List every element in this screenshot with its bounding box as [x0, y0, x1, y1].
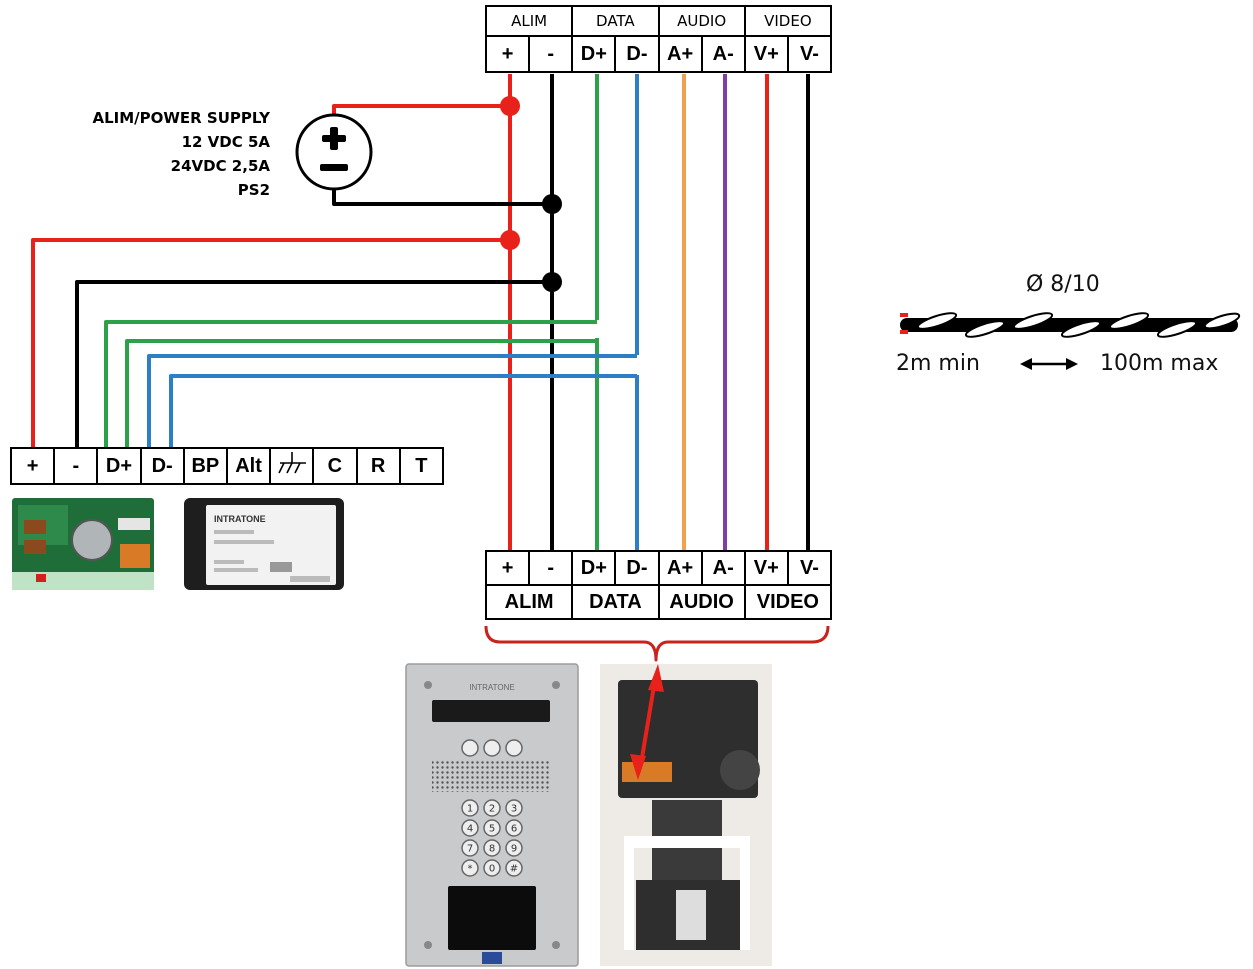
- module-terminal: T: [398, 447, 445, 485]
- top-terminal: V+: [743, 35, 789, 73]
- top-header-alim: ALIM: [484, 5, 574, 37]
- bottom-header-alim: ALIM: [484, 584, 574, 620]
- top-terminal: V-: [786, 35, 833, 73]
- psu-line: ALIM/POWER SUPPLY: [92, 109, 270, 127]
- module-terminal: R: [355, 447, 401, 485]
- top-header-video: VIDEO: [743, 5, 833, 37]
- twisted-cable-icon: [900, 312, 1241, 338]
- keypad-key-label: 4: [467, 824, 473, 835]
- module-brand-text: INTRATONE: [214, 514, 266, 524]
- bracket: [484, 625, 830, 662]
- panel-brand-text: INTRATONE: [469, 683, 514, 692]
- wire-psu-minus: [332, 180, 552, 206]
- junction-dot-black-1: [542, 194, 562, 214]
- bottom-header-data: DATA: [571, 584, 660, 620]
- wire-psu-plus: [332, 104, 510, 124]
- bottom-terminal: D-: [614, 550, 660, 586]
- cable-min-length-label: 2m min: [896, 351, 980, 376]
- intercom-rear-image: [600, 664, 772, 966]
- power-supply-symbol: [295, 113, 373, 191]
- keypad-key-label: 9: [511, 844, 517, 855]
- top-terminal-block: ALIM DATA AUDIO VIDEO + - D+ D- A+ A- V+…: [484, 5, 833, 73]
- top-terminal: D-: [614, 35, 660, 73]
- module-terminal: Alt: [225, 447, 272, 485]
- keypad-key: [505, 799, 523, 817]
- bottom-header-video: VIDEO: [743, 584, 833, 620]
- bottom-terminal: -: [528, 550, 574, 586]
- bottom-terminal: D+: [571, 550, 617, 586]
- bottom-terminal-block: + - D+ D- A+ A- V+ V- ALIM DATA AUDIO VI…: [484, 550, 833, 620]
- top-terminal: +: [484, 35, 531, 73]
- wire-module-plus: [31, 238, 510, 449]
- bottom-terminal: A-: [700, 550, 746, 586]
- top-header-audio: AUDIO: [657, 5, 746, 37]
- bottom-header-audio: AUDIO: [657, 584, 746, 620]
- wire-module-dminus-b: [169, 374, 637, 449]
- module-housing-image: INTRATONE: [184, 498, 344, 590]
- keypad-key: [505, 839, 523, 857]
- intercom-panel-image: INTRATONE 1 2 3 4 5 6 7 8 9 * 0 #: [405, 663, 579, 967]
- keypad-key: [461, 799, 479, 817]
- length-arrow-icon: [1020, 358, 1078, 370]
- keypad-key: [483, 859, 501, 877]
- module-terminal: +: [9, 447, 56, 485]
- junction-dot-black-2: [542, 272, 562, 292]
- cable-diameter-label: Ø 8/10: [1026, 272, 1100, 297]
- bottom-terminal: +: [484, 550, 531, 586]
- module-terminal: D-: [139, 447, 185, 485]
- connector-arrow-icon: [630, 664, 664, 780]
- bottom-terminal: V-: [786, 550, 833, 586]
- keypad-key: [461, 859, 479, 877]
- cable-max-length-label: 100m max: [1100, 351, 1219, 376]
- module-terminal: C: [312, 447, 358, 485]
- top-terminal: A-: [700, 35, 746, 73]
- keypad-key-label: 7: [467, 844, 473, 855]
- keypad-key: [483, 799, 501, 817]
- keypad-key-label: 2: [489, 804, 495, 815]
- wire-module-dminus-a: [147, 354, 637, 449]
- ground-icon: [278, 452, 306, 474]
- keypad-key: [483, 839, 501, 857]
- junction-dot-red-1: [500, 96, 520, 116]
- keypad-key: [505, 819, 523, 837]
- keypad-key-label: 5: [489, 824, 495, 835]
- keypad-key: [461, 819, 479, 837]
- top-header-data: DATA: [571, 5, 660, 37]
- power-supply-label: ALIM/POWER SUPPLY 12 VDC 5A 24VDC 2,5A P…: [92, 106, 270, 202]
- keypad-key-label: 3: [511, 804, 517, 815]
- keypad-key: [461, 839, 479, 857]
- bottom-terminal: V+: [743, 550, 789, 586]
- keypad-key: [505, 859, 523, 877]
- junction-dot-red-2: [500, 230, 520, 250]
- wire-module-dplus-a: [104, 320, 597, 449]
- top-terminal: -: [528, 35, 574, 73]
- module-board-image: [12, 498, 154, 590]
- wire-module-minus: [75, 280, 552, 449]
- module-terminal: D+: [96, 447, 142, 485]
- keypad-key-label: 6: [511, 824, 517, 835]
- keypad-key: [483, 819, 501, 837]
- module-terminal: -: [53, 447, 99, 485]
- psu-line: PS2: [237, 181, 270, 199]
- keypad: 1 2 3 4 5 6 7 8 9 * 0 #: [461, 799, 523, 877]
- top-terminal: D+: [571, 35, 617, 73]
- ground-terminal: [269, 447, 315, 485]
- keypad-key-label: #: [510, 864, 518, 875]
- bottom-terminal: A+: [657, 550, 703, 586]
- keypad-key-label: *: [468, 864, 473, 875]
- psu-line: 24VDC 2,5A: [170, 157, 270, 175]
- keypad-key-label: 0: [489, 864, 495, 875]
- keypad-key-label: 1: [467, 804, 473, 815]
- module-terminal: BP: [182, 447, 228, 485]
- psu-line: 12 VDC 5A: [181, 133, 270, 151]
- module-terminal-block: + - D+ D- BP Alt C R T: [9, 447, 445, 485]
- keypad-key-label: 8: [489, 844, 495, 855]
- top-terminal: A+: [657, 35, 703, 73]
- wire-module-dplus-b: [125, 339, 597, 449]
